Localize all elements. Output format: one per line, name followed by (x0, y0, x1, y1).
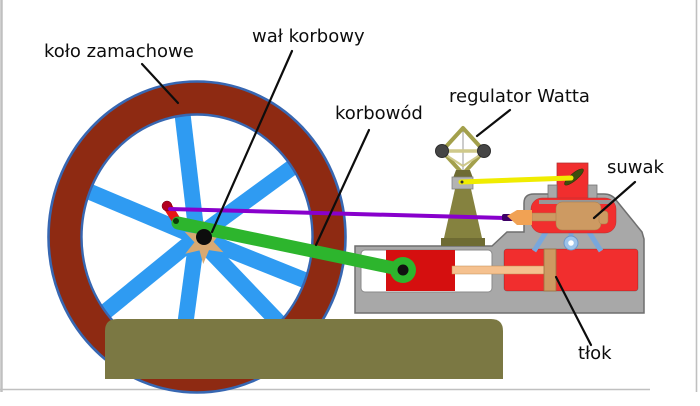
engine-base (105, 319, 503, 379)
label-connecting-rod: korbowód (335, 103, 423, 124)
pointer-lines (140, 49, 637, 347)
eccentric-rod (168, 207, 507, 220)
valve-stem-connector (507, 210, 532, 225)
inlet-pipe (556, 162, 589, 204)
piston (543, 248, 557, 292)
frame-border-lines (0, 0, 698, 392)
governor-ball-right (477, 144, 491, 158)
governor-rod (458, 175, 574, 185)
crosshead-pin (397, 264, 409, 276)
label-flywheel: koło zamachowe (44, 41, 194, 62)
crank-pin (173, 218, 179, 224)
governor-ball-left (435, 144, 449, 158)
throttle-valve (564, 168, 584, 186)
label-crankshaft: wał korbowy (252, 26, 365, 47)
label-piston: tłok (578, 343, 612, 364)
watt-governor (435, 126, 491, 246)
crankshaft (196, 229, 212, 245)
piston-rod (451, 265, 547, 275)
connecting-rod (171, 216, 410, 277)
governor-pedestal (444, 189, 482, 238)
label-slide-valve: suwak (607, 157, 664, 178)
label-watt-governor: regulator Watta (449, 86, 590, 107)
